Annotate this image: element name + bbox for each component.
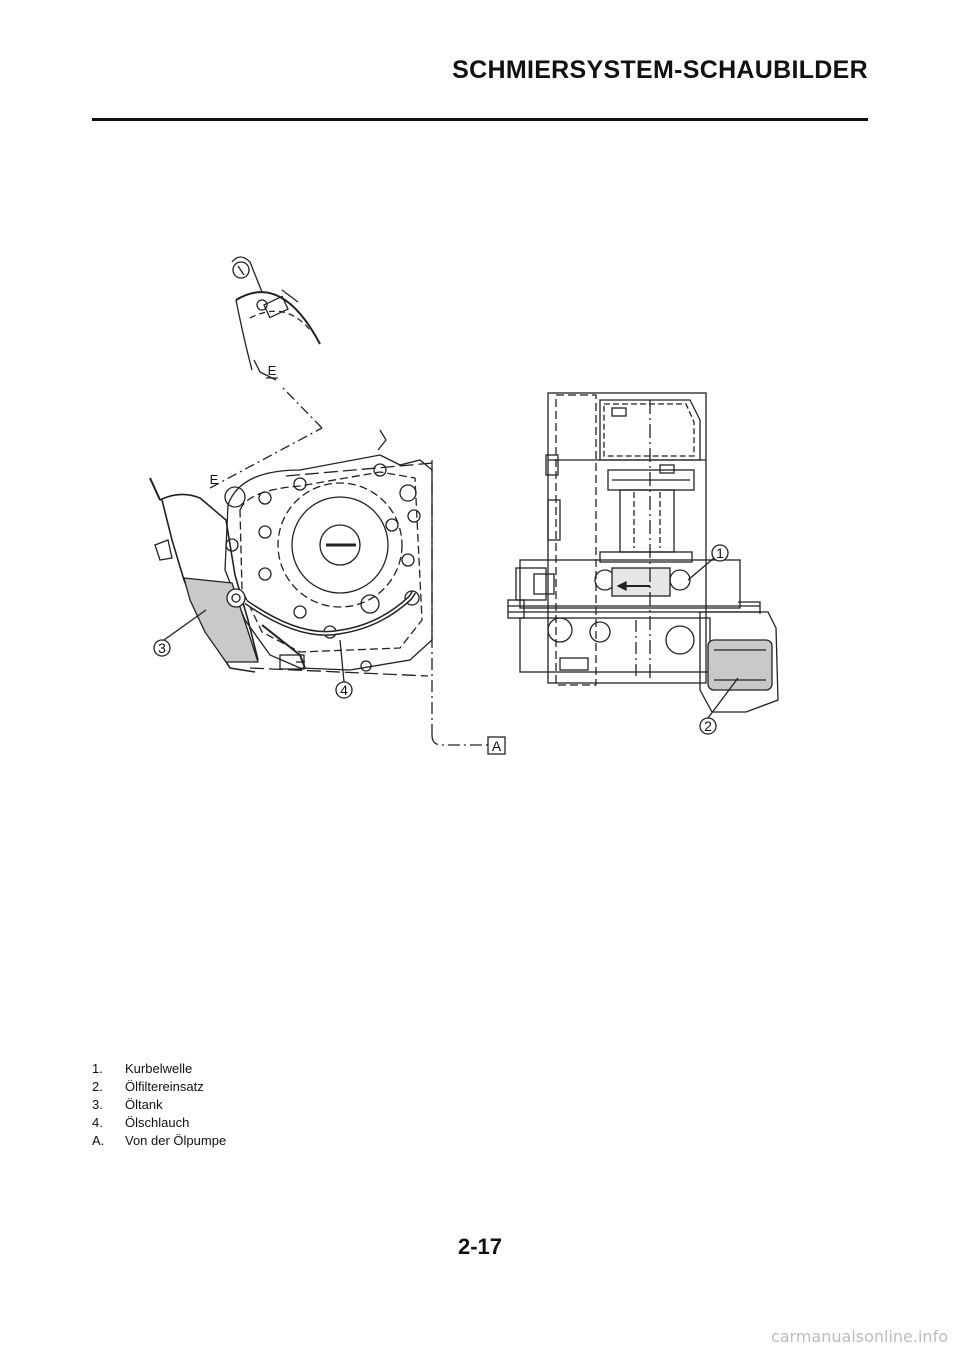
legend-key: 4. [92, 1115, 103, 1130]
callout-3 [153, 639, 171, 657]
legend-text: Von der Ölpumpe [125, 1133, 227, 1148]
oil-hose [244, 590, 417, 636]
callout-3-label: 3 [158, 640, 166, 656]
callout-1-label: 1 [716, 545, 724, 561]
callout-2 [699, 717, 717, 735]
oil-tank [183, 577, 259, 663]
page-number: 2-17 [457, 1234, 503, 1259]
legend-key: A. [92, 1133, 105, 1148]
legend-text: Ölfiltereinsatz [125, 1079, 204, 1094]
legend: 1. Kurbelwelle 2. Ölfiltereinsatz 3. Ölt… [92, 1060, 226, 1150]
lubrication-diagram: 1 2 3 4 A E E [149, 256, 779, 755]
legend-item: 3. Öltank [92, 1096, 226, 1114]
callout-a-label: A [492, 738, 502, 754]
callout-a [487, 736, 506, 755]
callout-4-label: 4 [340, 682, 348, 698]
callout-1 [711, 544, 729, 562]
legend-text: Kurbelwelle [125, 1061, 193, 1076]
callout-4 [335, 681, 353, 699]
legend-key: 1. [92, 1061, 103, 1076]
oil-filter [707, 639, 773, 691]
legend-item: A. Von der Ölpumpe [92, 1132, 226, 1150]
legend-key: 2. [92, 1079, 103, 1094]
marker-e-mid: E [210, 472, 219, 487]
legend-item: 4. Ölschlauch [92, 1114, 226, 1132]
legend-text: Öltank [125, 1097, 163, 1112]
detail-e-inset [231, 256, 323, 429]
legend-item: 1. Kurbelwelle [92, 1060, 226, 1078]
legend-key: 3. [92, 1097, 103, 1112]
watermark: carmanualsonline.info [770, 1327, 948, 1346]
title-rule [92, 118, 868, 121]
engine-side-view [149, 429, 488, 746]
callout-2-label: 2 [704, 718, 712, 734]
engine-cross-section [507, 392, 760, 686]
page-title: SCHMIERSYSTEM-SCHAUBILDER [452, 56, 868, 84]
marker-e-top: E [268, 363, 277, 378]
legend-text: Ölschlauch [125, 1115, 190, 1130]
legend-item: 2. Ölfiltereinsatz [92, 1078, 226, 1096]
